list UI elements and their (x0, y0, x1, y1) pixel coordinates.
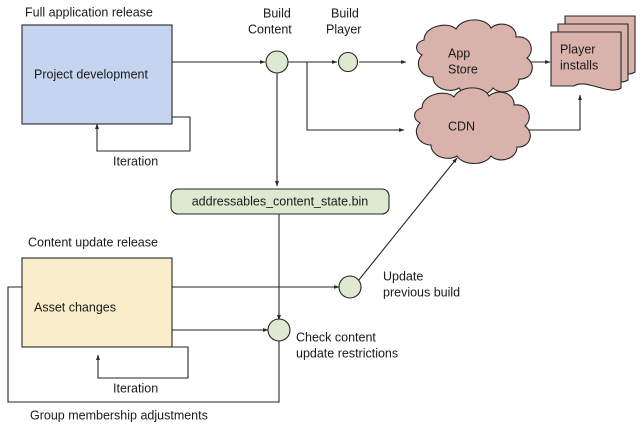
node-app-store-label-line1: App (448, 46, 470, 60)
node-build-content-label-line2: Content (248, 22, 292, 36)
edge-label-iteration-top: Iteration (113, 154, 158, 168)
edge-group-membership-adjustments (7, 285, 280, 403)
group-label-full-application-release: Full application release (25, 5, 153, 19)
node-check-content-update-restrictions[interactable]: Check content update restrictions (267, 318, 398, 360)
node-check-restrictions-label-line1: Check content (296, 330, 376, 344)
edge-build-content-to-cdn (306, 62, 405, 132)
edge-label-iteration-bottom: Iteration (113, 381, 158, 395)
node-cdn[interactable]: CDN (414, 87, 531, 165)
node-content-state-file-label: addressables_content_state.bin (192, 194, 369, 208)
node-player-installs[interactable]: Player installs (550, 15, 636, 91)
edge-update-previous-build-to-cdn (357, 157, 458, 282)
node-update-previous-build[interactable]: Update previous build (338, 269, 460, 299)
node-app-store[interactable]: App Store (416, 19, 533, 97)
node-build-player-label-line1: Build (331, 6, 359, 20)
node-content-state-file[interactable]: addressables_content_state.bin (170, 188, 390, 215)
edge-label-group-membership-adjustments: Group membership adjustments (30, 408, 208, 422)
node-check-restrictions-label-line2: update restrictions (296, 346, 398, 360)
node-asset-changes-label: Asset changes (34, 300, 116, 314)
node-app-store-label-line2: Store (448, 62, 478, 76)
node-asset-changes[interactable]: Asset changes (21, 257, 173, 348)
edge-iteration-project-development (95, 116, 191, 152)
node-project-development-label: Project development (34, 67, 148, 81)
node-cdn-label: CDN (448, 119, 475, 133)
node-build-content[interactable]: Build Content (248, 6, 292, 74)
node-player-installs-label-line1: Player (560, 42, 595, 56)
node-player-installs-label-line2: installs (560, 58, 598, 72)
node-build-player[interactable]: Build Player (326, 6, 361, 73)
node-build-player-label-line2: Player (326, 22, 361, 36)
node-update-previous-build-label-line1: Update (383, 269, 423, 283)
node-build-content-label-line1: Build (263, 6, 291, 20)
node-project-development[interactable]: Project development (21, 24, 173, 125)
node-update-previous-build-label-line2: previous build (383, 285, 460, 299)
group-label-content-update-release: Content update release (28, 235, 158, 249)
edge-iteration-asset-changes (96, 346, 189, 379)
